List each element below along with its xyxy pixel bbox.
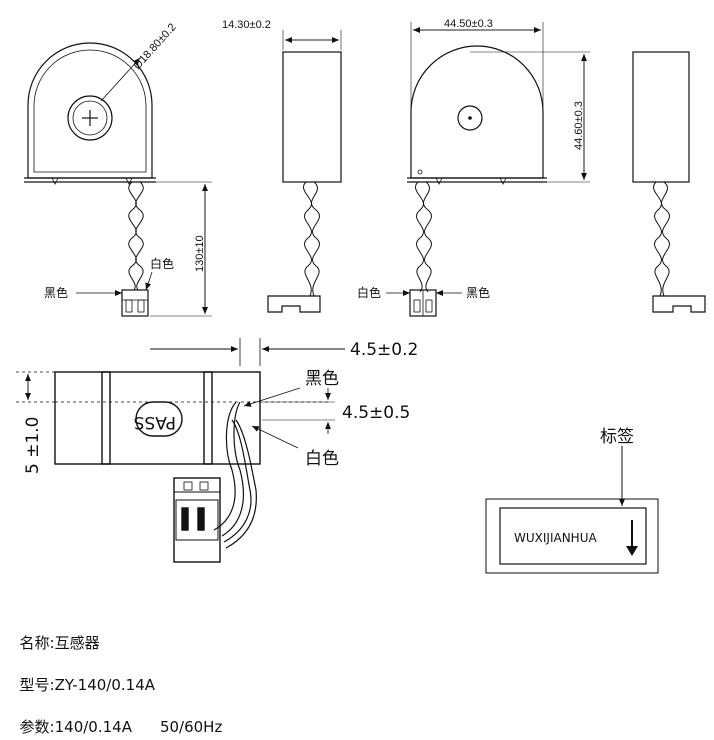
white-wire-label-top-right: 白色 [357,285,381,300]
side-detail-view [16,338,345,563]
side-view-1 [267,30,342,313]
lead-length-label: 130±10 [194,235,206,272]
side-view-2 [632,51,706,313]
label-title: 标签 [600,427,634,447]
pass-stamp: PASS [134,412,176,432]
front-view-left [24,42,212,317]
white-wire-label-bottom: 白色 [305,449,339,469]
label-box [485,446,659,574]
technical-drawing: Ø18.80±0.2 130±10 黑色 白色 14.30±0.2 [16,18,706,574]
spec-params-row: 参数:140/0.14A 50/60Hz [10,698,223,737]
bottom-height-label: 5 ±1.0 [23,417,43,475]
spec-params-current: 140/0.14A [54,718,132,736]
label-brand-text: WUXIJIANHUA [514,531,597,545]
spec-name-row: 名称:互感器 [10,614,100,653]
height-label: 44.60±0.3 [573,101,585,150]
spec-params-freq: 50/60Hz [159,718,223,736]
black-wire-label-top-right: 黑色 [466,286,490,300]
white-wire-label-top-left: 白色 [150,256,174,271]
spec-name-value: 互感器 [54,634,100,652]
black-wire-label-top-left: 黑色 [44,286,68,300]
pitch-label: 4.5±0.2 [350,340,418,360]
spec-params-label: 参数: [19,718,55,736]
front-view-right [386,22,590,317]
diameter-label: Ø18.80±0.2 [131,21,178,72]
spec-model-row: 型号:ZY-140/0.14A [10,656,155,695]
spec-model-label: 型号: [19,676,55,694]
spacing-label: 4.5±0.5 [342,403,410,423]
spec-name-label: 名称: [19,634,55,652]
spec-model-value: ZY-140/0.14A [54,676,156,694]
width-label: 44.50±0.3 [444,18,493,30]
thickness-label: 14.30±0.2 [222,19,271,31]
black-wire-label-bottom: 黑色 [305,369,339,389]
